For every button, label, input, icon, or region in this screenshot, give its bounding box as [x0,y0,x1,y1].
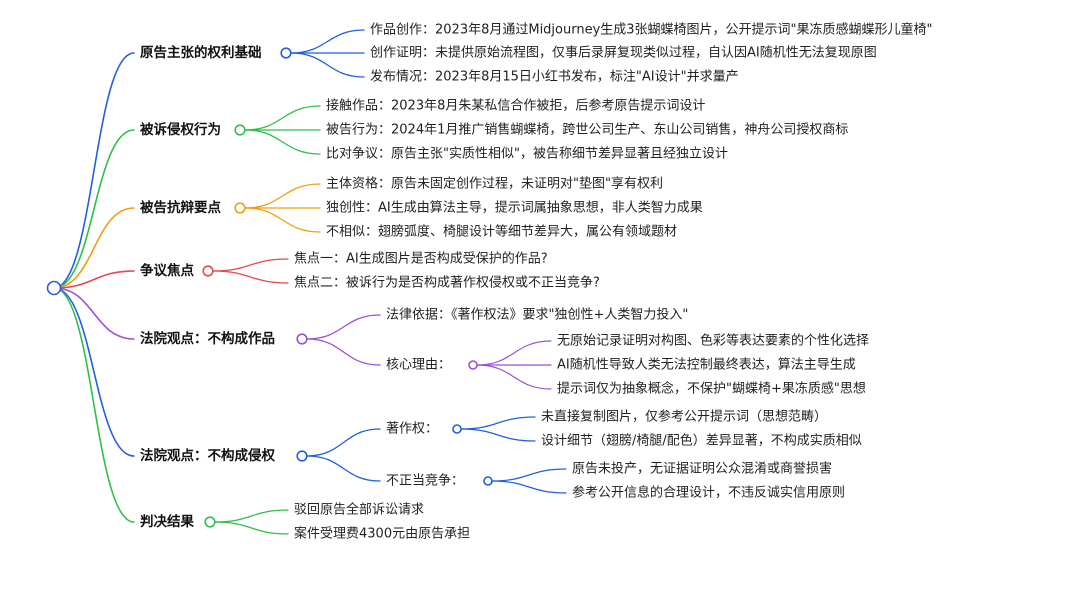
subbranch-node [452,424,462,434]
mindmap-nodes [46,47,493,528]
subbranch-edge [244,207,321,233]
branch-title: 被告抗辩要点 [140,199,221,216]
subbranch-label: 法律依据：《著作权法》要求"独创性+人类智力投入" [386,307,688,323]
mindmap-edges [53,29,567,535]
branch-edge [53,52,135,289]
branch-edge [53,207,135,289]
leaf-label: AI随机性导致人类无法控制最终表达，算法主导生成 [557,357,856,373]
branch-title: 判决结果 [140,513,194,530]
subbranch-edge [290,52,365,78]
subbranch-edge [306,314,381,340]
subbranch-label: 创作证明：未提供原始流程图，仅事后录屏复现类似过程，自认因AI随机性无法复现原图 [370,45,877,61]
subbranch-label: 驳回原告全部诉讼请求 [294,502,424,518]
branch-title: 法院观点：不构成侵权 [140,447,275,464]
subbranch-label: 焦点一：AI生成图片是否构成受保护的作品? [294,251,548,267]
subbranch-edge [244,183,321,209]
subbranch-label: 独创性：AI生成由算法主导，提示词属抽象思想，非人类智力成果 [326,200,703,216]
subbranch-label: 接触作品：2023年8月朱某私信合作被拒，后参考原告提示词设计 [326,98,705,114]
subbranch-node [468,360,478,370]
leaf-edge [491,468,567,482]
subbranch-label: 不相似：翅膀弧度、椅腿设计等细节差异大，属公有领域题材 [326,224,677,240]
subbranch-label: 作品创作：2023年8月通过Midjourney生成3张蝴蝶椅图片，公开提示词"… [370,22,933,38]
leaf-label: 设计细节（翅膀/椅腿/配色）差异显著，不构成实质相似 [541,433,862,449]
subbranch-edge [214,509,289,523]
branch-node [234,202,246,214]
subbranch-edge [306,338,381,366]
leaf-label: 提示词仅为抽象概念，不保护"蝴蝶椅+果冻质感"思想 [557,381,866,397]
leaf-label: 未直接复制图片，仅参考公开提示词（思想范畴） [541,409,827,425]
branch-node [280,47,292,59]
branch-node [296,333,308,345]
subbranch-edge [306,428,381,457]
branch-node [204,516,216,528]
subbranch-node [483,476,493,486]
leaf-label: 参考公开信息的合理设计，不违反诚实信用原则 [572,485,845,501]
branch-edge [53,287,135,340]
subbranch-label: 核心理由： [386,358,451,373]
subbranch-label: 著作权： [386,421,438,437]
subbranch-label: 发布情况：2023年8月15日小红书发布，标注"AI设计"并求量产 [370,69,739,85]
branch-node [296,450,308,462]
subbranch-edge [214,521,289,535]
subbranch-label: 主体资格：原告未固定创作过程，未证明对"垫图"享有权利 [326,176,663,192]
subbranch-label: 不正当竞争： [386,473,464,489]
subbranch-label: 案件受理费4300元由原告承担 [294,527,470,542]
branch-node [202,265,214,277]
branch-edge [53,270,135,289]
branch-node [234,124,246,136]
leaf-label: 原告未投产，无证据证明公众混淆或商誉损害 [572,461,832,477]
leaf-edge [460,416,536,430]
subbranch-edge [244,105,321,131]
branch-title: 法院观点：不构成作品 [140,330,275,347]
subbranch-edge [212,270,289,284]
branch-edge [53,287,135,523]
subbranch-label: 比对争议：原告主张"实质性相似"，被告称细节差异显著且经独立设计 [326,147,728,162]
leaf-edge [476,340,552,366]
branch-title: 争议焦点 [140,262,194,279]
root-node [46,280,62,296]
leaf-edge [460,428,536,442]
subbranch-edge [306,455,381,482]
subbranch-edge [244,129,321,155]
subbranch-label: 焦点二：被诉行为是否构成著作权侵权或不正当竞争? [294,275,600,291]
branch-edge [53,287,135,457]
subbranch-edge [290,29,365,54]
branch-edge [53,129,135,289]
mindmap-labels: 原告主张的权利基础 作品创作：2023年8月通过Midjourney生成3张蝴蝶椅… [140,22,933,542]
leaf-edge [491,480,567,494]
leaf-edge [476,364,552,390]
branch-title: 被诉侵权行为 [140,121,221,138]
leaf-label: 无原始记录证明对构图、色彩等表达要素的个性化选择 [557,333,869,349]
branch-title: 原告主张的权利基础 [140,44,262,61]
subbranch-label: 被告行为：2024年1月推广销售蝴蝶椅，跨世公司生产、东山公司销售，神舟公司授权… [326,122,848,138]
subbranch-edge [212,258,289,272]
